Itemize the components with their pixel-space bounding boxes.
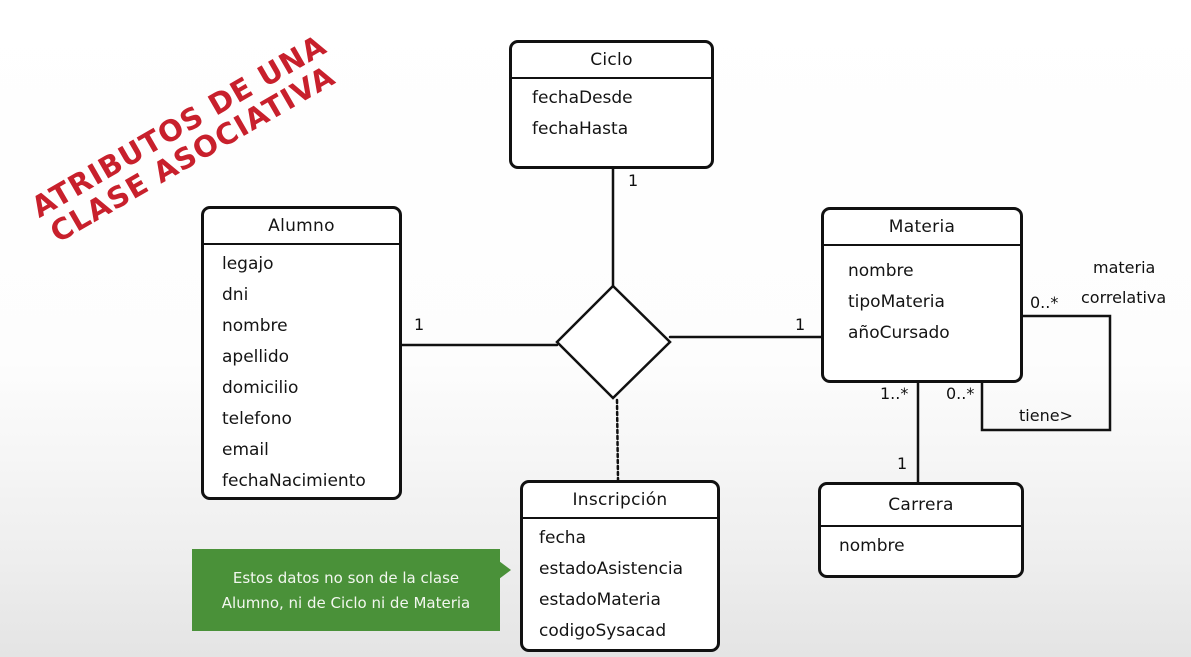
attribute: dni: [222, 285, 249, 305]
class-name: Materia: [824, 210, 1020, 246]
attribute: fechaHasta: [532, 119, 629, 139]
attribute: domicilio: [222, 378, 299, 398]
line-dashed-association-class: [615, 398, 620, 482]
class-carrera[interactable]: Carrera nombre: [818, 482, 1024, 578]
attribute: añoCursado: [848, 323, 950, 343]
attribute: nombre: [839, 536, 905, 556]
multiplicity-ciclo: 1: [628, 171, 639, 190]
class-name: Inscripción: [523, 483, 717, 519]
class-alumno[interactable]: Alumno legajo dni nombre apellido domici…: [201, 206, 402, 500]
multiplicity-self-bottom: 0..*: [946, 384, 975, 403]
note-callout: Estos datos no son de la clase Alumno, n…: [192, 549, 511, 631]
multiplicity-self-right: 0..*: [1030, 293, 1059, 312]
association-diamond: [555, 284, 672, 400]
class-inscripcion[interactable]: Inscripción fecha estadoAsistencia estad…: [520, 480, 720, 652]
attribute: codigoSysacad: [539, 621, 667, 641]
multiplicity-materia: 1: [795, 315, 806, 334]
multiplicity-alumno: 1: [414, 315, 425, 334]
attribute: fechaDesde: [532, 88, 633, 108]
attribute: legajo: [222, 254, 274, 274]
attribute: apellido: [222, 347, 290, 367]
note-line-1: Estos datos no son de la clase: [232, 569, 460, 587]
attribute: fechaNacimiento: [222, 471, 366, 491]
class-materia[interactable]: Materia nombre tipoMateria añoCursado: [821, 207, 1023, 383]
role-label-line-1: materia: [1093, 258, 1156, 277]
attribute: telefono: [222, 409, 292, 429]
note-pointer: [499, 561, 511, 579]
class-ciclo[interactable]: Ciclo fechaDesde fechaHasta: [509, 40, 714, 169]
class-name: Ciclo: [512, 43, 711, 79]
attribute: estadoMateria: [539, 590, 661, 610]
attribute: estadoAsistencia: [539, 559, 684, 579]
attribute: fecha: [539, 528, 586, 548]
note-line-2: Alumno, ni de Ciclo ni de Materia: [221, 594, 471, 612]
class-name: Carrera: [821, 485, 1021, 527]
multiplicity-materia-carrera: 1..*: [880, 384, 909, 403]
role-label-line-2: correlativa: [1081, 288, 1167, 307]
attribute: nombre: [222, 316, 288, 336]
class-name: Alumno: [204, 209, 399, 245]
attribute: email: [222, 440, 269, 460]
multiplicity-carrera: 1: [897, 454, 908, 473]
attribute: tipoMateria: [848, 292, 945, 312]
attribute: nombre: [848, 261, 914, 281]
line-self-association: [980, 314, 1112, 432]
association-label: tiene>: [1019, 406, 1073, 425]
